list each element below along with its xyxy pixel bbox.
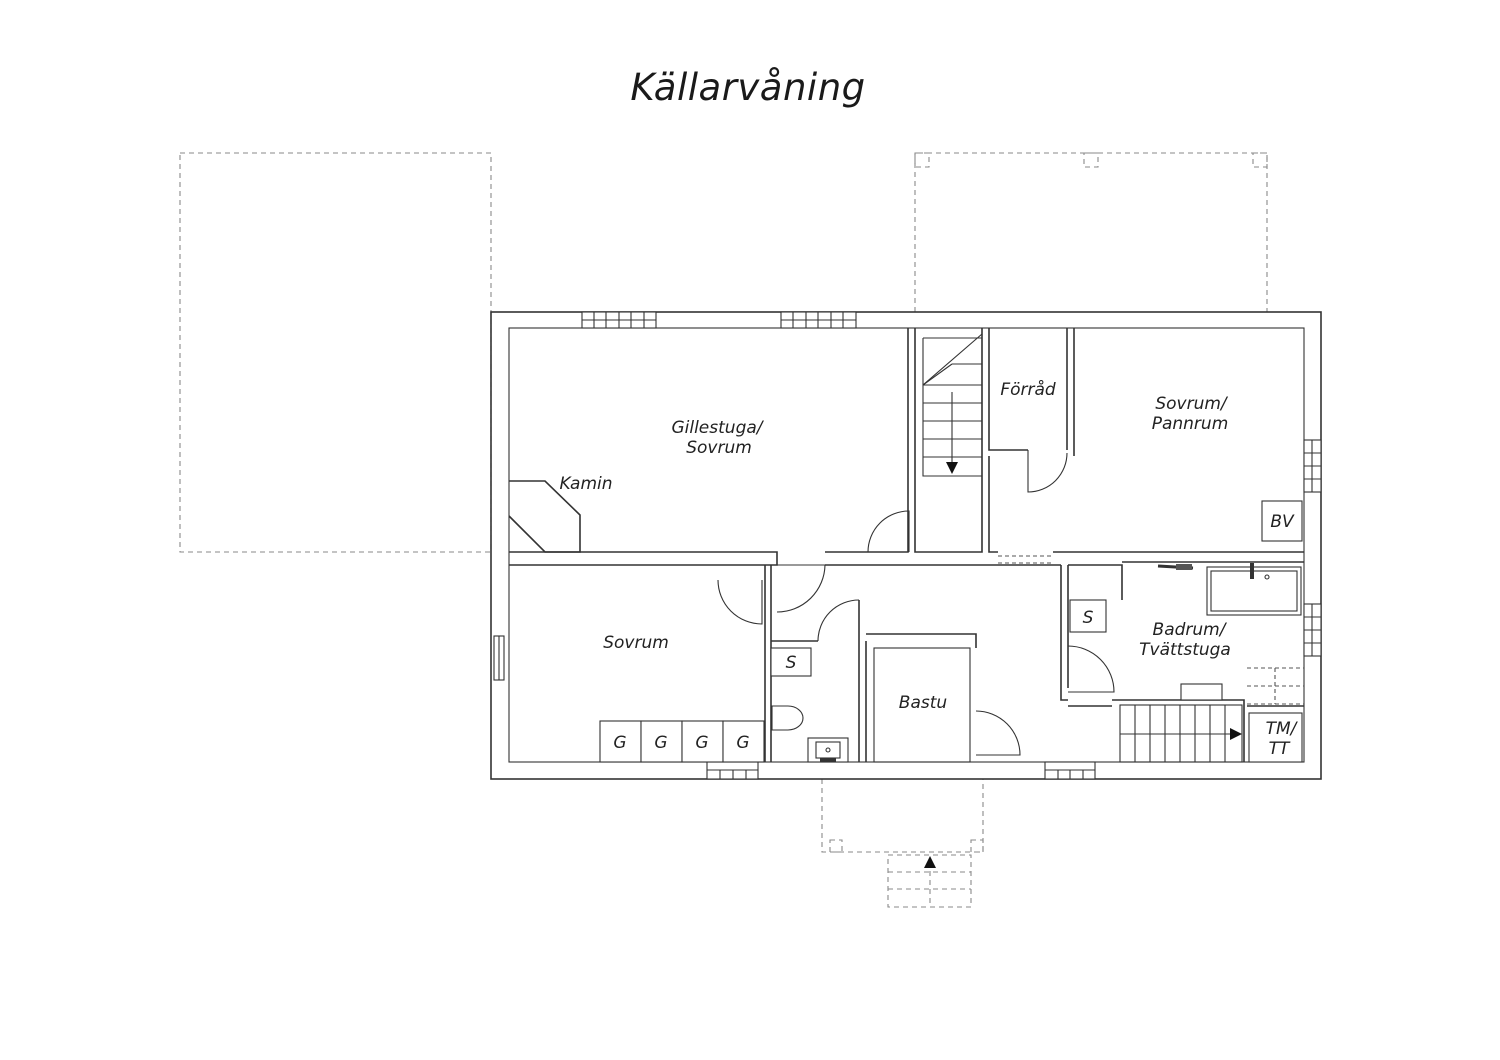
tm-label: TM/ <box>1266 719 1299 739</box>
door-wc <box>817 599 860 642</box>
window-right-upper <box>1303 439 1322 493</box>
room-label-forrad: Förråd <box>1000 379 1056 400</box>
window-top-left <box>581 311 657 329</box>
arrow-up-icon <box>924 856 936 868</box>
s-box-wc <box>770 647 812 677</box>
s-label-bath: S <box>1083 608 1094 628</box>
interior-walls <box>509 328 1304 763</box>
deck-post <box>914 152 930 168</box>
bv-box <box>1261 500 1303 542</box>
door-badrum <box>1067 645 1115 693</box>
interior-stairs <box>922 333 983 477</box>
door-bastu <box>975 710 1021 756</box>
bastu-room <box>873 647 971 763</box>
room-label-gillestuga-sovrum: Sovrum <box>686 438 752 458</box>
door-forrad <box>1027 450 1068 493</box>
door-gillestuga-hall <box>776 564 826 613</box>
deck-post <box>1252 152 1268 168</box>
wardrobe-label: G <box>654 733 667 753</box>
doors <box>717 450 1115 756</box>
dashed-outlines <box>179 152 1268 908</box>
entrance-post <box>829 839 843 853</box>
deck-post <box>1083 152 1099 168</box>
window-top-middle <box>780 311 857 329</box>
wardrobe-label: G <box>695 733 708 753</box>
dashed-garage-outline <box>179 152 492 553</box>
s-box-bath <box>1069 599 1107 633</box>
dashed-entrance-outline <box>821 779 984 853</box>
fixtures <box>771 563 1304 763</box>
door-gillestuga <box>867 510 910 553</box>
entrance-post <box>970 839 984 853</box>
wall-stair-enclosure <box>914 328 983 553</box>
fireplace <box>508 480 581 553</box>
tm-tt-box <box>1248 712 1303 763</box>
window-left <box>493 635 505 681</box>
badrum-cabinet <box>1180 683 1223 701</box>
wardrobe <box>722 720 765 763</box>
window-bottom-left <box>706 761 759 780</box>
wardrobe <box>599 720 642 763</box>
s-label-wc: S <box>786 653 797 673</box>
arrow-right-icon <box>1230 728 1242 740</box>
equipment-boxes: BV S S TM/ TT <box>770 500 1303 763</box>
wall-bastu-top <box>866 633 977 648</box>
arrow-down-icon <box>946 462 958 474</box>
room-label-bastu: Bastu <box>899 693 948 713</box>
floor-plan-title: Källarvåning <box>630 66 866 109</box>
room-label-pannrum: Pannrum <box>1152 414 1229 434</box>
wall-gillestuga-right <box>825 328 909 553</box>
room-labels: Gillestuga/ Sovrum Kamin Förråd Sovrum/ … <box>559 379 1230 713</box>
outer-wall <box>490 311 1322 780</box>
dashed-deck-outline <box>914 152 1268 312</box>
wall-badrum-top-step <box>1068 564 1123 600</box>
window-right-lower <box>1303 603 1322 657</box>
room-label-gillestuga: Gillestuga/ <box>671 418 764 438</box>
counter-dashed <box>1247 667 1304 705</box>
wall-forrad <box>988 328 1028 451</box>
wall-corridor-upper <box>988 456 998 553</box>
door-sovrum <box>717 579 763 625</box>
wall-gillestuga-sovrum <box>509 551 778 566</box>
basement-stairs <box>1119 704 1243 763</box>
wardrobe-label: G <box>613 733 626 753</box>
room-label-sovrum: Sovrum <box>603 633 669 653</box>
room-label-sovrum-pannrum: Sovrum/ <box>1155 394 1229 414</box>
wardrobe-label: G <box>736 733 749 753</box>
room-label-kamin: Kamin <box>559 474 612 494</box>
room-label-badrum: Badrum/ <box>1153 620 1228 640</box>
windows <box>493 311 1322 780</box>
outdoor-steps <box>887 854 972 908</box>
wall-badrum-left <box>1060 565 1068 701</box>
window-bottom-right <box>1044 761 1096 780</box>
wall-basement-stair <box>1112 699 1245 762</box>
toilet-icon <box>771 705 804 731</box>
wardrobes: G G G G <box>599 720 765 763</box>
tt-label: TT <box>1269 739 1291 759</box>
room-label-tvattstuga: Tvättstuga <box>1139 640 1231 660</box>
bv-label: BV <box>1270 512 1295 532</box>
wardrobe <box>681 720 724 763</box>
